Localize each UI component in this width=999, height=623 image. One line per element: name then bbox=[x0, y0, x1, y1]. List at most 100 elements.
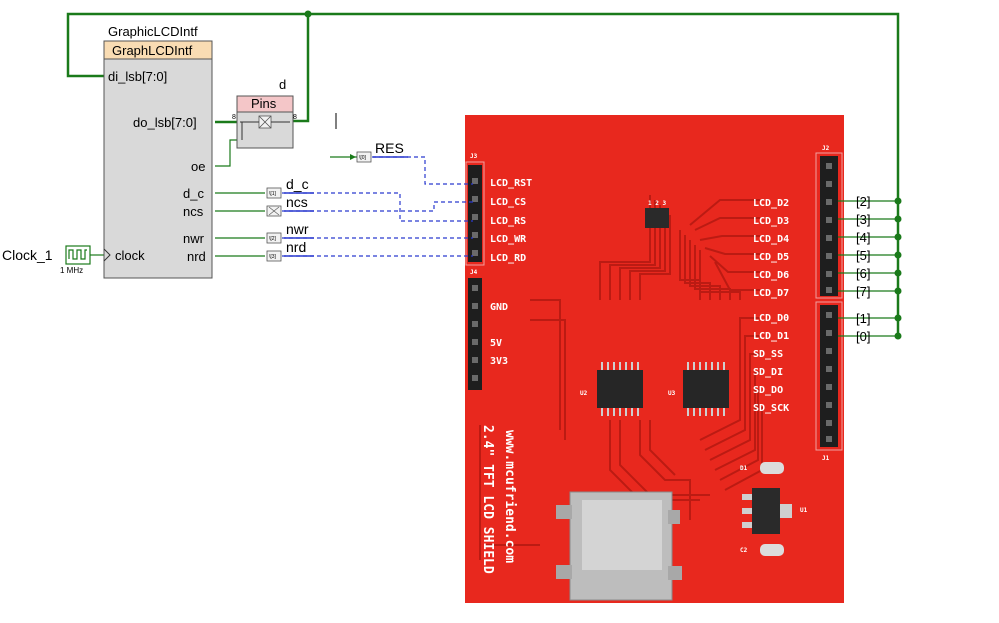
lcd-shield-board: LCD_RST LCD_CS LCD_RS LCD_WR LCD_RD GND … bbox=[465, 115, 844, 603]
pcb-label-lcd-d2: LCD_D2 bbox=[753, 198, 789, 209]
pin-tag-box bbox=[356, 151, 372, 163]
pcb-silk-j1: J1 bbox=[822, 455, 830, 462]
pcb-label-lcd-rs: LCD_RS bbox=[490, 216, 526, 227]
pin-tag-res: \[0] bbox=[359, 155, 367, 161]
pin-label-dc: d_c bbox=[286, 176, 309, 192]
pcb-silk-j2: J2 bbox=[822, 145, 830, 152]
pcb-label-lcd-wr: LCD_WR bbox=[490, 234, 527, 245]
pin-tag-nrd: \[3] bbox=[269, 254, 277, 260]
pcb-silk-jumper: 1 2 3 bbox=[648, 200, 666, 207]
jumper-block bbox=[645, 208, 669, 228]
header-j1-pins bbox=[826, 312, 832, 442]
header-j2-pins bbox=[826, 163, 832, 293]
chip-u3 bbox=[683, 362, 729, 416]
bus-index-5: [5] bbox=[856, 248, 870, 263]
pins-bus-width-out: 8 bbox=[293, 114, 297, 121]
pcb-label-sd-sck: SD_SCK bbox=[753, 403, 789, 414]
pcb-label-lcd-d6: LCD_D6 bbox=[753, 270, 789, 281]
data-bus-wires bbox=[66, 12, 900, 336]
component-header bbox=[103, 40, 213, 60]
sd-card-slot bbox=[556, 491, 682, 601]
junction-dots bbox=[304, 10, 902, 340]
port-ncs: ncs bbox=[183, 204, 204, 219]
pcb-label-lcd-d3: LCD_D3 bbox=[753, 216, 789, 227]
pin-label-res: RES bbox=[375, 140, 404, 156]
pcb-label-lcd-d4: LCD_D4 bbox=[753, 234, 789, 245]
pcb-label-3v3: 3V3 bbox=[490, 356, 508, 367]
bus-index-4: [4] bbox=[856, 230, 870, 245]
header-j3-pins bbox=[472, 178, 478, 256]
chip-u2 bbox=[597, 362, 643, 416]
pin-label-nrd: nrd bbox=[286, 239, 306, 255]
pin-label-underlines bbox=[284, 156, 408, 257]
pcb-label-sd-ss: SD_SS bbox=[753, 349, 783, 360]
pcb-label-lcd-d0: LCD_D0 bbox=[753, 313, 789, 324]
header-j4-pins bbox=[472, 285, 478, 381]
output-pin-nwr[interactable]: \[2] nwr bbox=[266, 221, 309, 244]
pin-tag-box bbox=[266, 250, 282, 262]
arrow-icon bbox=[350, 154, 356, 160]
pcb-label-lcd-d1: LCD_D1 bbox=[753, 331, 789, 342]
clock-frequency: 1 MHz bbox=[60, 266, 83, 275]
pcb-label-gnd: GND bbox=[490, 302, 508, 313]
output-pin-nrd[interactable]: \[3] nrd bbox=[266, 239, 306, 262]
pin-cross-icon-b bbox=[268, 206, 280, 216]
bus-index-2: [2] bbox=[856, 194, 870, 209]
pin-tag-dc: \[1] bbox=[269, 191, 277, 197]
clock-name: Clock_1 bbox=[2, 247, 53, 263]
port-nwr: nwr bbox=[183, 231, 205, 246]
output-pin-res[interactable]: \[0] RES bbox=[350, 140, 404, 163]
pcb-silk-u1: U1 bbox=[800, 507, 808, 514]
pad-d1 bbox=[760, 462, 784, 474]
port-clock: clock bbox=[115, 248, 145, 263]
bus-index-labels: [2] [3] [4] [5] [6] [7] [1] [0] bbox=[856, 194, 870, 344]
pin-buffer-cross-b bbox=[258, 115, 272, 129]
port-do-lsb: do_lsb[7:0] bbox=[133, 115, 197, 130]
pins-component[interactable]: d Pins 8 8 bbox=[232, 77, 297, 149]
pin-tag-nwr: \[2] bbox=[269, 236, 277, 242]
pins-bus-width-in: 8 bbox=[232, 114, 236, 121]
pin-tag-box bbox=[266, 232, 282, 244]
header-j2-outline bbox=[815, 152, 843, 299]
pcb-label-lcd-rd: LCD_RD bbox=[490, 253, 526, 264]
header-j1-outline bbox=[815, 301, 843, 451]
pins-type-label: Pins bbox=[251, 96, 277, 111]
pcb-silk-u3: U3 bbox=[668, 390, 676, 397]
pcb-traces bbox=[479, 195, 763, 560]
pcb-title-text: 2.4" TFT LCD SHIELD bbox=[480, 425, 495, 574]
pcb-silk-j4: J4 bbox=[470, 269, 478, 276]
header-j3-outline bbox=[465, 161, 485, 266]
port-oe: oe bbox=[191, 159, 205, 174]
output-pin-dc[interactable]: \[1] d_c bbox=[266, 176, 309, 199]
pin-label-ncs: ncs bbox=[286, 194, 308, 210]
clock-waveform-icon bbox=[68, 249, 87, 260]
pcb-label-5v: 5V bbox=[490, 338, 502, 349]
pcb-label-sd-di: SD_DI bbox=[753, 367, 783, 378]
clock-component[interactable]: Clock_1 1 MHz bbox=[2, 245, 91, 275]
graphiclcdintf-component[interactable]: GraphicLCDIntf GraphLCDIntf di_lsb[7:0] … bbox=[103, 24, 213, 279]
component-instance-name: GraphicLCDIntf bbox=[108, 24, 198, 39]
regulator-u1 bbox=[742, 488, 792, 534]
clock-input-arrow bbox=[103, 248, 111, 262]
pins-instance-name: d bbox=[279, 77, 286, 92]
pcb-label-sd-do: SD_DO bbox=[753, 385, 783, 396]
pcb-url-text: www.mcufriend.com bbox=[502, 430, 517, 563]
header-j2 bbox=[820, 156, 838, 296]
pcb-label-lcd-d7: LCD_D7 bbox=[753, 288, 789, 299]
component-type-label: GraphLCDIntf bbox=[112, 43, 193, 58]
pcb-label-lcd-cs: LCD_CS bbox=[490, 197, 526, 208]
bus-index-7: [7] bbox=[856, 284, 870, 299]
header-j4 bbox=[468, 278, 482, 390]
dashed-connections bbox=[282, 156, 473, 257]
pcb-label-lcd-d5: LCD_D5 bbox=[753, 252, 789, 263]
pcb-silk-j3: J3 bbox=[470, 153, 478, 160]
pin-label-nwr: nwr bbox=[286, 221, 309, 237]
port-di-lsb: di_lsb[7:0] bbox=[108, 69, 167, 84]
bus-index-6: [6] bbox=[856, 266, 870, 281]
pad-c2 bbox=[760, 544, 784, 556]
output-pin-ncs[interactable]: ncs bbox=[266, 194, 308, 217]
port-nrd: nrd bbox=[187, 249, 206, 264]
pin-tag-box bbox=[266, 187, 282, 199]
header-j1 bbox=[820, 305, 838, 447]
port-d-c: d_c bbox=[183, 186, 204, 201]
